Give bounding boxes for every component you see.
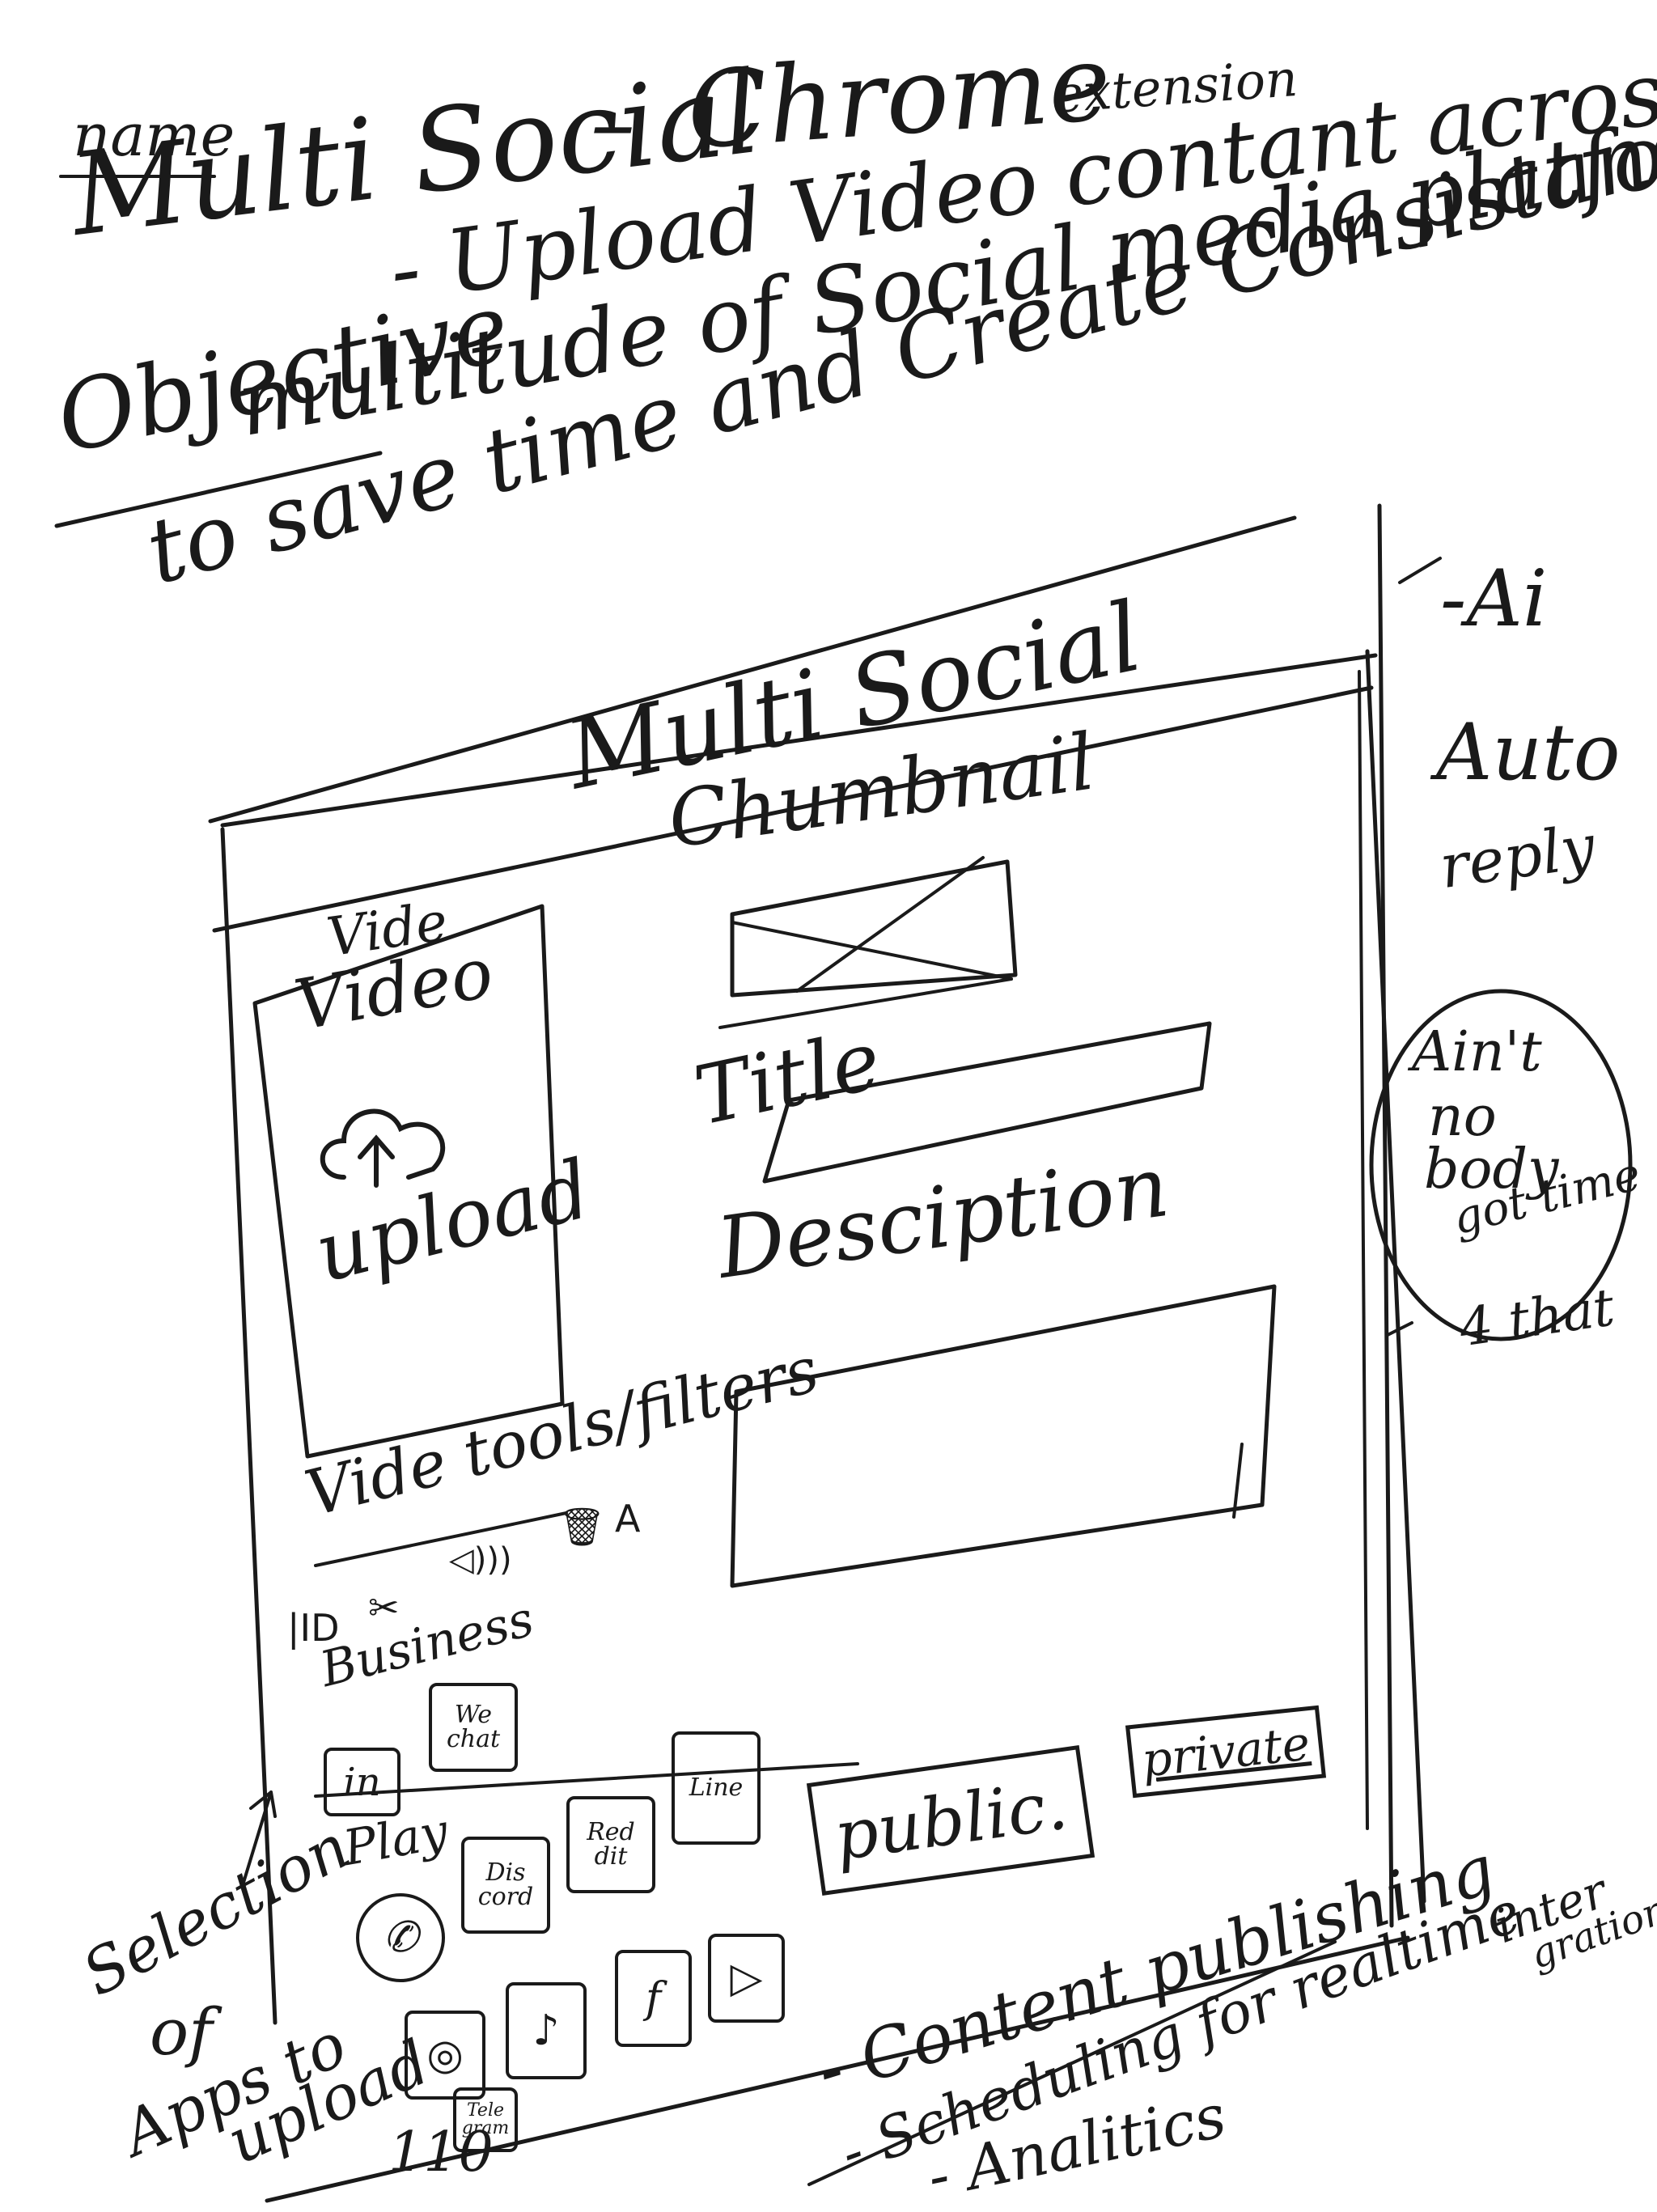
facebook-icon[interactable]: f xyxy=(615,1950,692,2047)
wechat-icon[interactable]: We chat xyxy=(429,1683,518,1772)
scissors-icon[interactable]: ✂ xyxy=(368,1586,400,1629)
trim-icon[interactable]: |ID xyxy=(287,1606,340,1650)
text-icon[interactable]: A xyxy=(615,1497,641,1540)
window-right xyxy=(1365,649,1426,1904)
private-button[interactable]: private xyxy=(1125,1705,1327,1799)
selection-note-2: of xyxy=(150,1994,213,2070)
whatsapp-icon[interactable]: ✆ xyxy=(356,1893,445,1982)
header-dash: – xyxy=(591,71,635,175)
video-upload-card[interactable]: Video upload xyxy=(267,930,600,1432)
public-button-label: public. xyxy=(829,1765,1072,1876)
tiktok-icon[interactable]: ♪ xyxy=(506,1982,587,2079)
line-icon[interactable]: Line xyxy=(672,1731,761,1845)
side-note-for-that: 4 that xyxy=(1456,1278,1618,1359)
back-frame-right xyxy=(1377,503,1394,1928)
window-right-inner xyxy=(1358,670,1369,1830)
linkedin-icon[interactable]: in xyxy=(324,1748,400,1816)
private-button-label: private xyxy=(1138,1715,1313,1788)
play-label: Play xyxy=(339,1803,452,1877)
more-apps-label: 110 xyxy=(388,2121,494,2184)
public-button[interactable]: public. xyxy=(806,1745,1095,1896)
side-note-ai: -Ai xyxy=(1440,553,1548,644)
upload-card-title: Video xyxy=(289,932,499,1047)
discord-icon[interactable]: Dis cord xyxy=(461,1837,550,1934)
selection-note-1: Selection xyxy=(70,1810,361,2011)
business-label: Business xyxy=(315,1591,540,1699)
side-note-aint: Ain't xyxy=(1412,1020,1542,1084)
cloud-upload-icon xyxy=(320,1108,446,1188)
volume-icon[interactable]: ◁))) xyxy=(449,1541,512,1578)
side-note-reply: reply xyxy=(1435,811,1600,903)
reddit-icon[interactable]: Red dit xyxy=(566,1796,655,1893)
side-note-auto: Auto xyxy=(1436,707,1621,798)
telegram-icon[interactable]: Tele gram xyxy=(453,2087,518,2152)
instagram-icon[interactable]: ◎ xyxy=(405,2011,485,2100)
youtube-icon[interactable]: ▷ xyxy=(708,1934,785,2023)
side-note-nobody: no xyxy=(1428,1085,1497,1149)
image-placeholder-icon[interactable] xyxy=(732,874,1007,995)
name-label: name xyxy=(73,101,235,169)
trash-icon[interactable]: 🗑 xyxy=(558,1505,606,1549)
side-note-body: body xyxy=(1424,1138,1559,1201)
